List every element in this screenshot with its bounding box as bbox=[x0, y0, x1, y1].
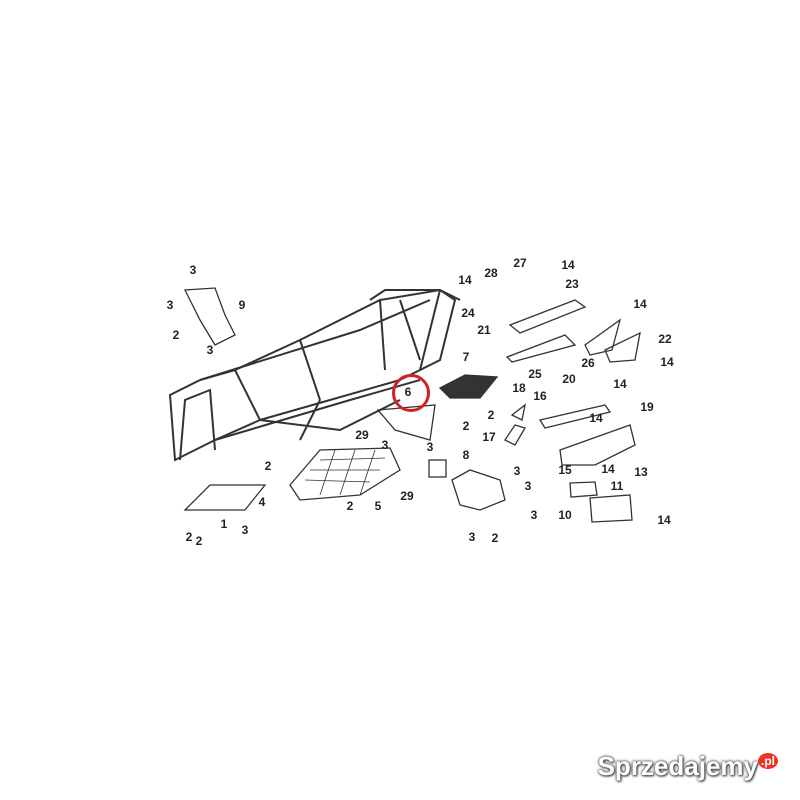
callout: 19 bbox=[640, 400, 654, 414]
callout: 3 bbox=[513, 464, 521, 478]
callout: 3 bbox=[530, 508, 538, 522]
callout: 2 bbox=[487, 408, 495, 422]
callout: 20 bbox=[562, 372, 576, 386]
part-1-skid-plate bbox=[183, 484, 267, 511]
callout: 21 bbox=[477, 323, 491, 337]
watermark-logo: Sprzedajemy.pl bbox=[598, 751, 778, 782]
part-25-panel bbox=[505, 334, 577, 363]
part-15-guard bbox=[559, 424, 636, 466]
callout: 17 bbox=[482, 430, 496, 444]
callout: 14 bbox=[613, 377, 627, 391]
callout: 2 bbox=[346, 499, 354, 513]
part-16-rail bbox=[538, 404, 612, 429]
part-26-panel bbox=[584, 318, 622, 356]
callout: 14 bbox=[657, 513, 671, 527]
part-18-shield bbox=[504, 403, 526, 446]
callout: 8 bbox=[462, 448, 470, 462]
callout: 3 bbox=[206, 343, 214, 357]
part-7-plate bbox=[438, 374, 499, 399]
callout: 26 bbox=[581, 356, 595, 370]
callout: 13 bbox=[634, 465, 648, 479]
part-10-cover bbox=[589, 494, 633, 523]
callout: 3 bbox=[189, 263, 197, 277]
callout: 14 bbox=[633, 297, 647, 311]
callout: 14 bbox=[589, 411, 603, 425]
callout: 3 bbox=[241, 523, 249, 537]
callout: 29 bbox=[400, 489, 414, 503]
callout: 3 bbox=[426, 440, 434, 454]
callout-highlighted: 6 bbox=[404, 385, 412, 399]
callout: 24 bbox=[461, 306, 475, 320]
callout: 7 bbox=[462, 350, 470, 364]
callout: 2 bbox=[195, 534, 203, 548]
part-8-inset-box bbox=[428, 459, 447, 478]
callout: 23 bbox=[565, 277, 579, 291]
callout: 2 bbox=[462, 419, 470, 433]
part-11-cover bbox=[569, 481, 598, 498]
part-22-panel bbox=[604, 331, 641, 363]
callout: 3 bbox=[166, 298, 174, 312]
highlight-circle bbox=[392, 374, 430, 412]
callout: 14 bbox=[458, 273, 472, 287]
callout: 3 bbox=[381, 438, 389, 452]
callout: 25 bbox=[528, 367, 542, 381]
callout: 2 bbox=[185, 530, 193, 544]
callout: 22 bbox=[658, 332, 672, 346]
callout: 14 bbox=[561, 258, 575, 272]
callout: 3 bbox=[524, 479, 532, 493]
callout: 29 bbox=[355, 428, 369, 442]
callout: 5 bbox=[374, 499, 382, 513]
callout: 15 bbox=[558, 463, 572, 477]
callout: 1 bbox=[220, 517, 228, 531]
callout: 3 bbox=[468, 530, 476, 544]
callout: 11 bbox=[610, 479, 624, 493]
part-21-panel bbox=[508, 299, 587, 334]
callout: 28 bbox=[484, 266, 498, 280]
callout: 10 bbox=[558, 508, 572, 522]
callout: 14 bbox=[601, 462, 615, 476]
callout: 4 bbox=[258, 495, 266, 509]
callout: 2 bbox=[172, 328, 180, 342]
callout: 2 bbox=[264, 459, 272, 473]
callout: 18 bbox=[512, 381, 526, 395]
callout: 16 bbox=[533, 389, 547, 403]
callout: 2 bbox=[491, 531, 499, 545]
part-9-bracket bbox=[183, 287, 236, 346]
part-5-grid bbox=[304, 449, 386, 496]
callout: 14 bbox=[660, 355, 674, 369]
callout: 9 bbox=[238, 298, 246, 312]
callout: 27 bbox=[513, 256, 527, 270]
part-8-bracket bbox=[451, 469, 506, 511]
part-5-skid-plate bbox=[289, 447, 401, 501]
